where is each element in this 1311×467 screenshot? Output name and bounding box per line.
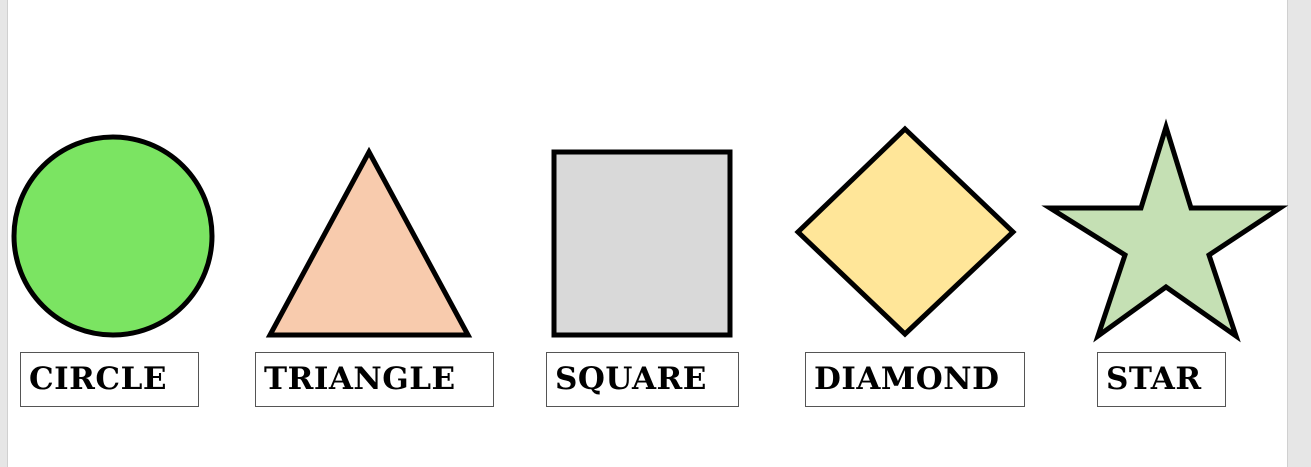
square-label: SQUARE (555, 361, 707, 397)
square-shape (551, 149, 733, 338)
diamond-label: DIAMOND (814, 361, 1000, 397)
circle-shape (11, 134, 215, 338)
circle-label: CIRCLE (29, 361, 168, 397)
star-label-box: STAR (1097, 352, 1226, 407)
star-shape (1041, 118, 1289, 343)
triangle-shape (265, 146, 473, 338)
triangle-label: TRIANGLE (264, 361, 456, 397)
star-label: STAR (1106, 361, 1202, 397)
diamond-shape (794, 125, 1017, 338)
diamond-label-box: DIAMOND (805, 352, 1025, 407)
triangle-label-box: TRIANGLE (255, 352, 494, 407)
square-label-box: SQUARE (546, 352, 739, 407)
circle-label-box: CIRCLE (20, 352, 199, 407)
